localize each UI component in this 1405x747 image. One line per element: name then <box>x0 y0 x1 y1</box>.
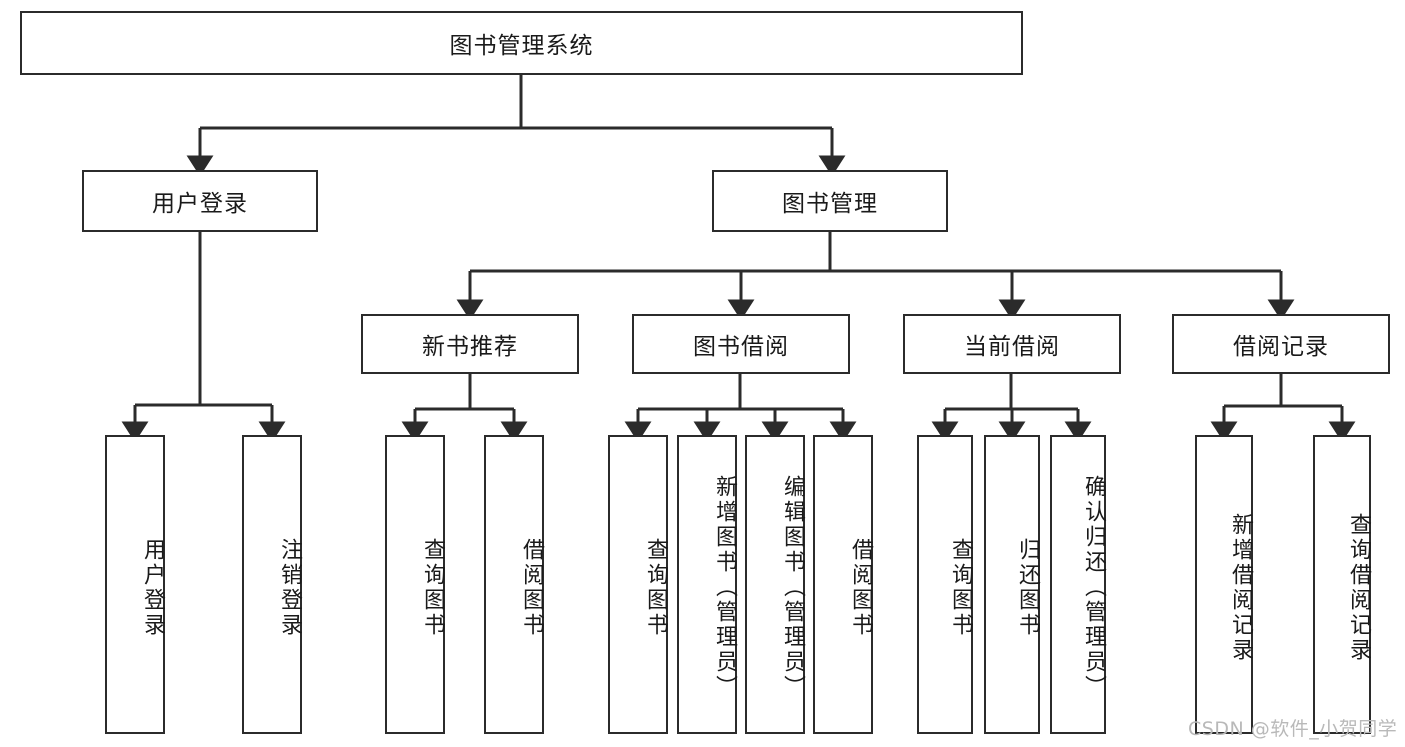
edge-group-new-book-recommend <box>401 374 528 443</box>
node-user-login-label: 用户登录 <box>152 191 248 217</box>
node-book-borrow-label: 图书借阅 <box>693 334 789 360</box>
node-recommend-query-book-label: 查询图书 <box>420 537 445 638</box>
node-root-label: 图书管理系统 <box>449 33 594 59</box>
node-current-confirm-return[interactable]: 确认归还（管理员） <box>1050 435 1106 734</box>
node-record-add[interactable]: 新增借阅记录 <box>1195 435 1253 734</box>
node-borrow-borrow-book-label: 借阅图书 <box>848 537 873 638</box>
node-current-query-book[interactable]: 查询图书 <box>917 435 973 734</box>
node-book-manage-label: 图书管理 <box>782 191 878 217</box>
edge-group-book-manage <box>456 232 1295 321</box>
node-book-borrow[interactable]: 图书借阅 <box>632 314 850 374</box>
node-user-logout-label: 注销登录 <box>277 537 302 638</box>
edge-group-borrow-record <box>1210 374 1356 443</box>
edge-group-root <box>186 75 846 177</box>
node-current-query-book-label: 查询图书 <box>948 537 973 638</box>
node-borrow-record[interactable]: 借阅记录 <box>1172 314 1390 374</box>
node-current-return-book[interactable]: 归还图书 <box>984 435 1040 734</box>
node-record-query[interactable]: 查询借阅记录 <box>1313 435 1371 734</box>
edge-group-book-borrow <box>624 374 857 443</box>
node-user-login-do[interactable]: 用户登录 <box>105 435 165 734</box>
node-borrow-query-book[interactable]: 查询图书 <box>608 435 668 734</box>
node-borrow-edit-book-label: 编辑图书（管理员） <box>780 475 805 700</box>
node-recommend-borrow-book[interactable]: 借阅图书 <box>484 435 544 734</box>
node-borrow-add-book[interactable]: 新增图书（管理员） <box>677 435 737 734</box>
node-current-return-book-label: 归还图书 <box>1015 537 1040 638</box>
watermark: CSDN @软件_小贺同学 <box>1188 718 1398 740</box>
edge-group-user-login <box>121 232 286 443</box>
node-record-add-label: 新增借阅记录 <box>1228 512 1253 663</box>
node-user-login-do-label: 用户登录 <box>140 537 165 638</box>
node-current-borrow-label: 当前借阅 <box>964 334 1060 360</box>
node-current-borrow[interactable]: 当前借阅 <box>903 314 1121 374</box>
node-book-manage[interactable]: 图书管理 <box>712 170 948 232</box>
node-borrow-add-book-label: 新增图书（管理员） <box>712 475 737 700</box>
node-borrow-edit-book[interactable]: 编辑图书（管理员） <box>745 435 805 734</box>
node-borrow-query-book-label: 查询图书 <box>643 537 668 638</box>
node-borrow-borrow-book[interactable]: 借阅图书 <box>813 435 873 734</box>
edge-group-current-borrow <box>931 374 1092 443</box>
node-root[interactable]: 图书管理系统 <box>20 11 1023 75</box>
node-recommend-query-book[interactable]: 查询图书 <box>385 435 445 734</box>
node-new-book-recommend-label: 新书推荐 <box>422 334 518 360</box>
node-record-query-label: 查询借阅记录 <box>1346 512 1371 663</box>
node-user-logout[interactable]: 注销登录 <box>242 435 302 734</box>
node-current-confirm-return-label: 确认归还（管理员） <box>1081 475 1106 700</box>
node-recommend-borrow-book-label: 借阅图书 <box>519 537 544 638</box>
node-borrow-record-label: 借阅记录 <box>1233 334 1329 360</box>
node-new-book-recommend[interactable]: 新书推荐 <box>361 314 579 374</box>
node-user-login[interactable]: 用户登录 <box>82 170 318 232</box>
